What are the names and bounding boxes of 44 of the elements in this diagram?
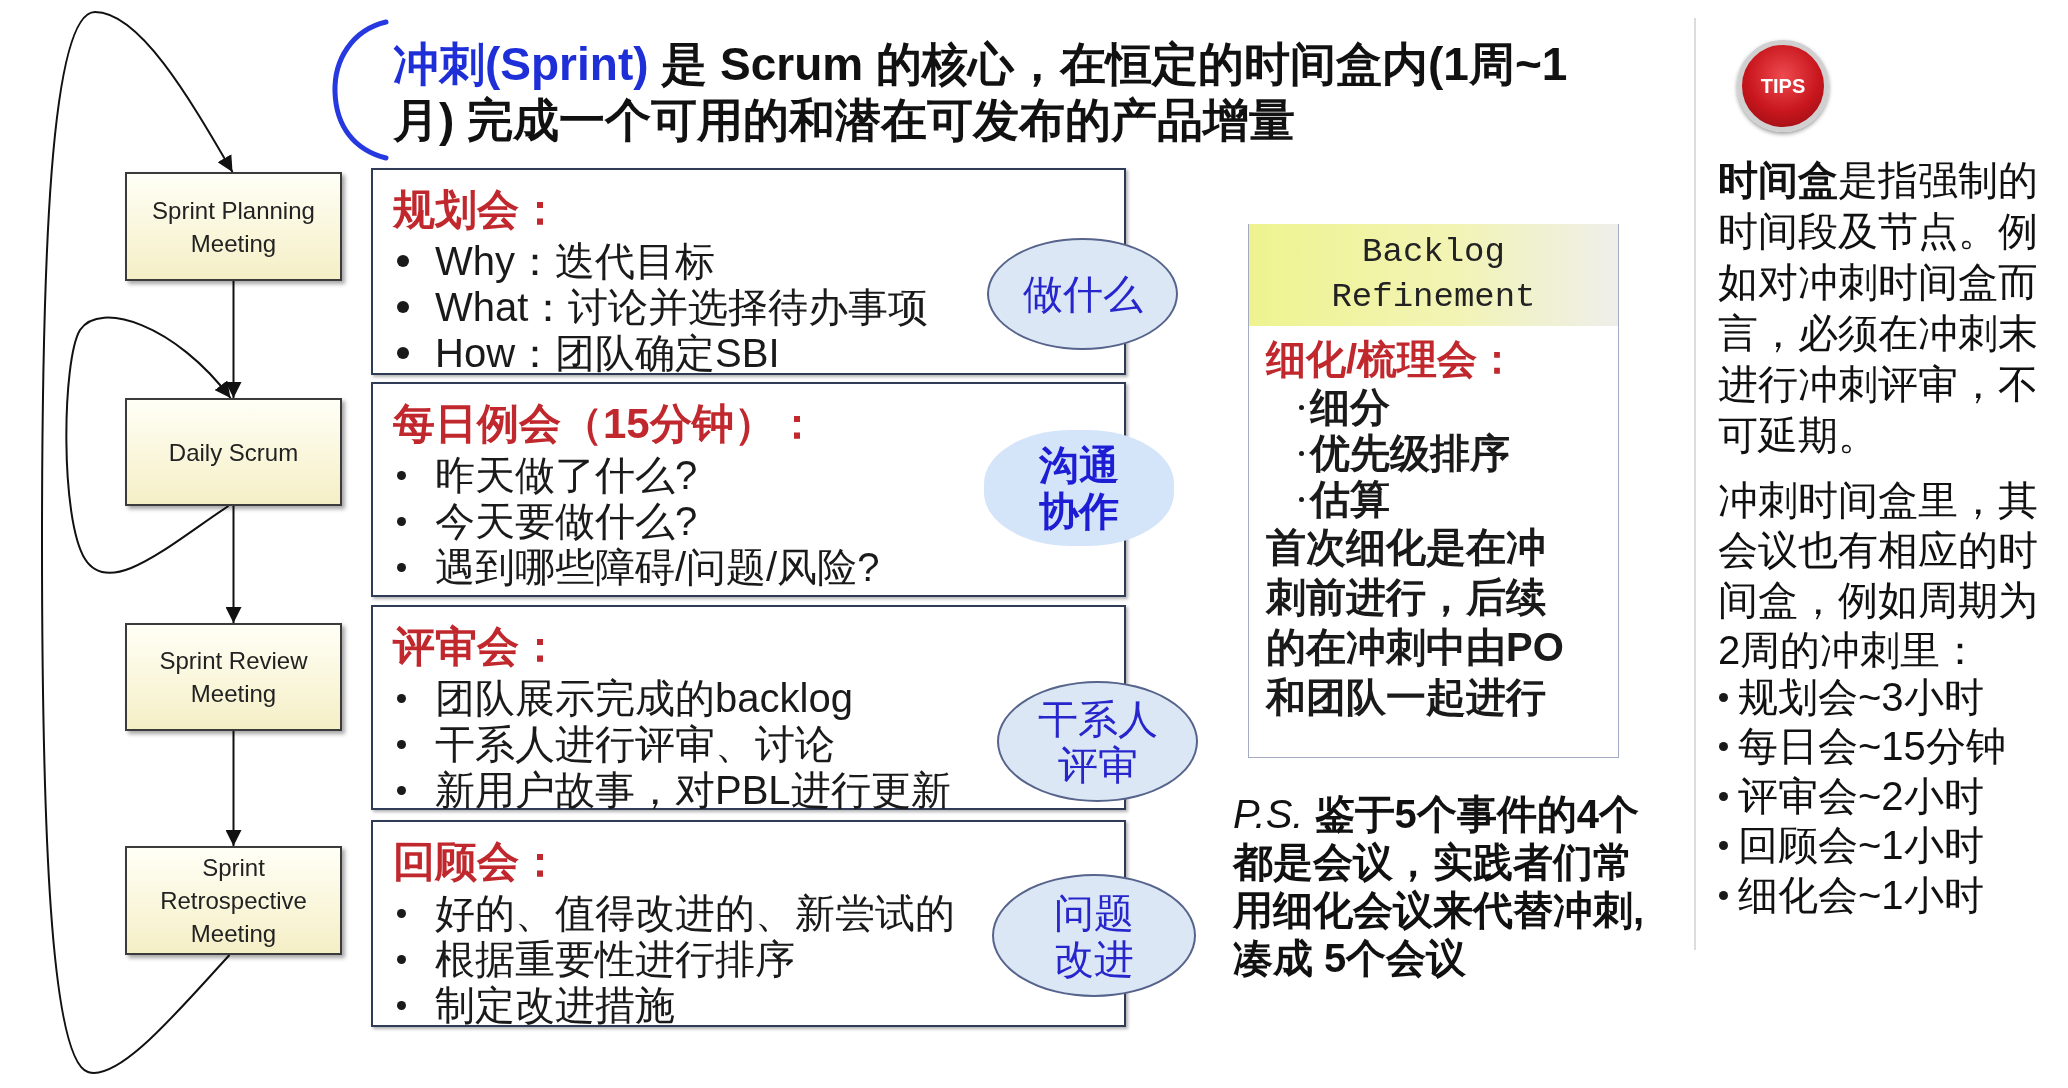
- list-item: 优先级排序: [1310, 430, 1510, 476]
- list-item: 估算: [1310, 476, 1390, 522]
- list-item: 每日会~15分钟: [1738, 723, 2006, 770]
- list-item: 细分: [1310, 384, 1390, 430]
- list-item: 新用户故事，对PBL进行更新: [435, 767, 951, 813]
- list-item: 好的、值得改进的、新尝试的: [435, 890, 955, 936]
- process-box: Sprint Retrospective Meeting: [125, 846, 342, 955]
- arrow: [225, 730, 242, 847]
- list-item: 今天要做什么?: [435, 498, 698, 544]
- title: 冲刺(Sprint) 是 Scrum 的核心，在恒定的时间盒内(1周~1月) 完成一个可用的和潜在可发布的产品增量: [393, 37, 1569, 148]
- panel-heading: 每日例会（15分钟）：: [393, 399, 818, 449]
- note-text: 冲刺时间盒里，其会议也有相应的时间盒，例如周期为2周的冲刺里：: [1718, 477, 2039, 674]
- list-item: 昨天做了什么?: [435, 452, 698, 498]
- list-item: 遇到哪些障碍/问题/风险?: [435, 544, 880, 590]
- panel-heading: 规划会：: [393, 185, 561, 235]
- arrow: [225, 505, 242, 624]
- list-item: 团队展示完成的backlog: [435, 675, 853, 721]
- list-item: What：讨论并选择待办事项: [435, 284, 929, 330]
- panel-heading: 评审会：: [393, 622, 561, 672]
- panel-heading: 细化/梳理会：: [1266, 336, 1518, 383]
- tips-badge: TIPS: [1737, 40, 1829, 132]
- list-item: 制定改进措施: [435, 982, 675, 1028]
- content-panel: [371, 382, 1126, 597]
- list-item: 规划会~3小时: [1738, 674, 1984, 721]
- list-item: Why：迭代目标: [435, 238, 715, 284]
- loop-arrow: [65, 316, 232, 574]
- process-box: Daily Scrum: [125, 398, 342, 506]
- panel-heading: 回顾会：: [393, 837, 561, 887]
- loop-arrow: [41, 11, 234, 1074]
- list-item: 评审会~2小时: [1738, 773, 1984, 820]
- header-band: Backlog Refinement: [1249, 224, 1618, 326]
- note-text: P.S. 鉴于5个事件的4个都是会议，实践者们常用细化会议来代替冲刺, 凑成 5个会议: [1233, 791, 1646, 982]
- list-item: 根据重要性进行排序: [435, 936, 795, 982]
- arrow: [225, 280, 242, 399]
- callout-bubble: 沟通协作: [984, 430, 1174, 546]
- content-panel: [1248, 224, 1619, 758]
- process-box: Sprint Planning Meeting: [125, 172, 342, 281]
- list-item: 干系人进行评审、讨论: [435, 721, 835, 767]
- list-item: 细化会~1小时: [1738, 872, 1984, 919]
- process-box: Sprint Review Meeting: [125, 623, 342, 731]
- note-text: 时间盒是指强制的时间段及节点。例如对冲刺时间盒而言，必须在冲刺末进行冲刺评审，不可延期。: [1718, 157, 2039, 459]
- body-text: 首次细化是在冲刺前进行，后续的在冲刺中由PO和团队一起进行: [1266, 524, 1565, 721]
- list-item: 回顾会~1小时: [1738, 822, 1984, 869]
- list-item: How：团队确定SBI: [435, 330, 780, 376]
